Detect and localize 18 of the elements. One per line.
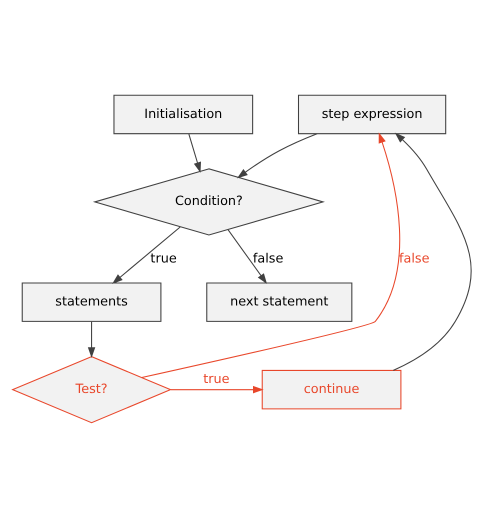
node-box: statements <box>22 282 162 322</box>
arrow <box>188 134 202 173</box>
node-box: next statement <box>206 282 352 322</box>
edge-label: false <box>252 251 284 266</box>
edge-label: true <box>150 251 177 266</box>
node-box: continue <box>262 370 402 410</box>
edge-label: false <box>399 251 430 266</box>
edge-label: true <box>203 372 230 387</box>
arrow <box>393 132 472 371</box>
arrow <box>228 230 268 284</box>
arrow <box>142 132 400 378</box>
arrow <box>88 322 96 358</box>
arrow <box>237 133 318 178</box>
arrow <box>170 386 264 394</box>
arrow <box>112 226 181 284</box>
node-diamond: Test? <box>11 356 172 424</box>
node-box: step expression <box>298 94 446 134</box>
node-box: Initialisation <box>113 94 254 134</box>
